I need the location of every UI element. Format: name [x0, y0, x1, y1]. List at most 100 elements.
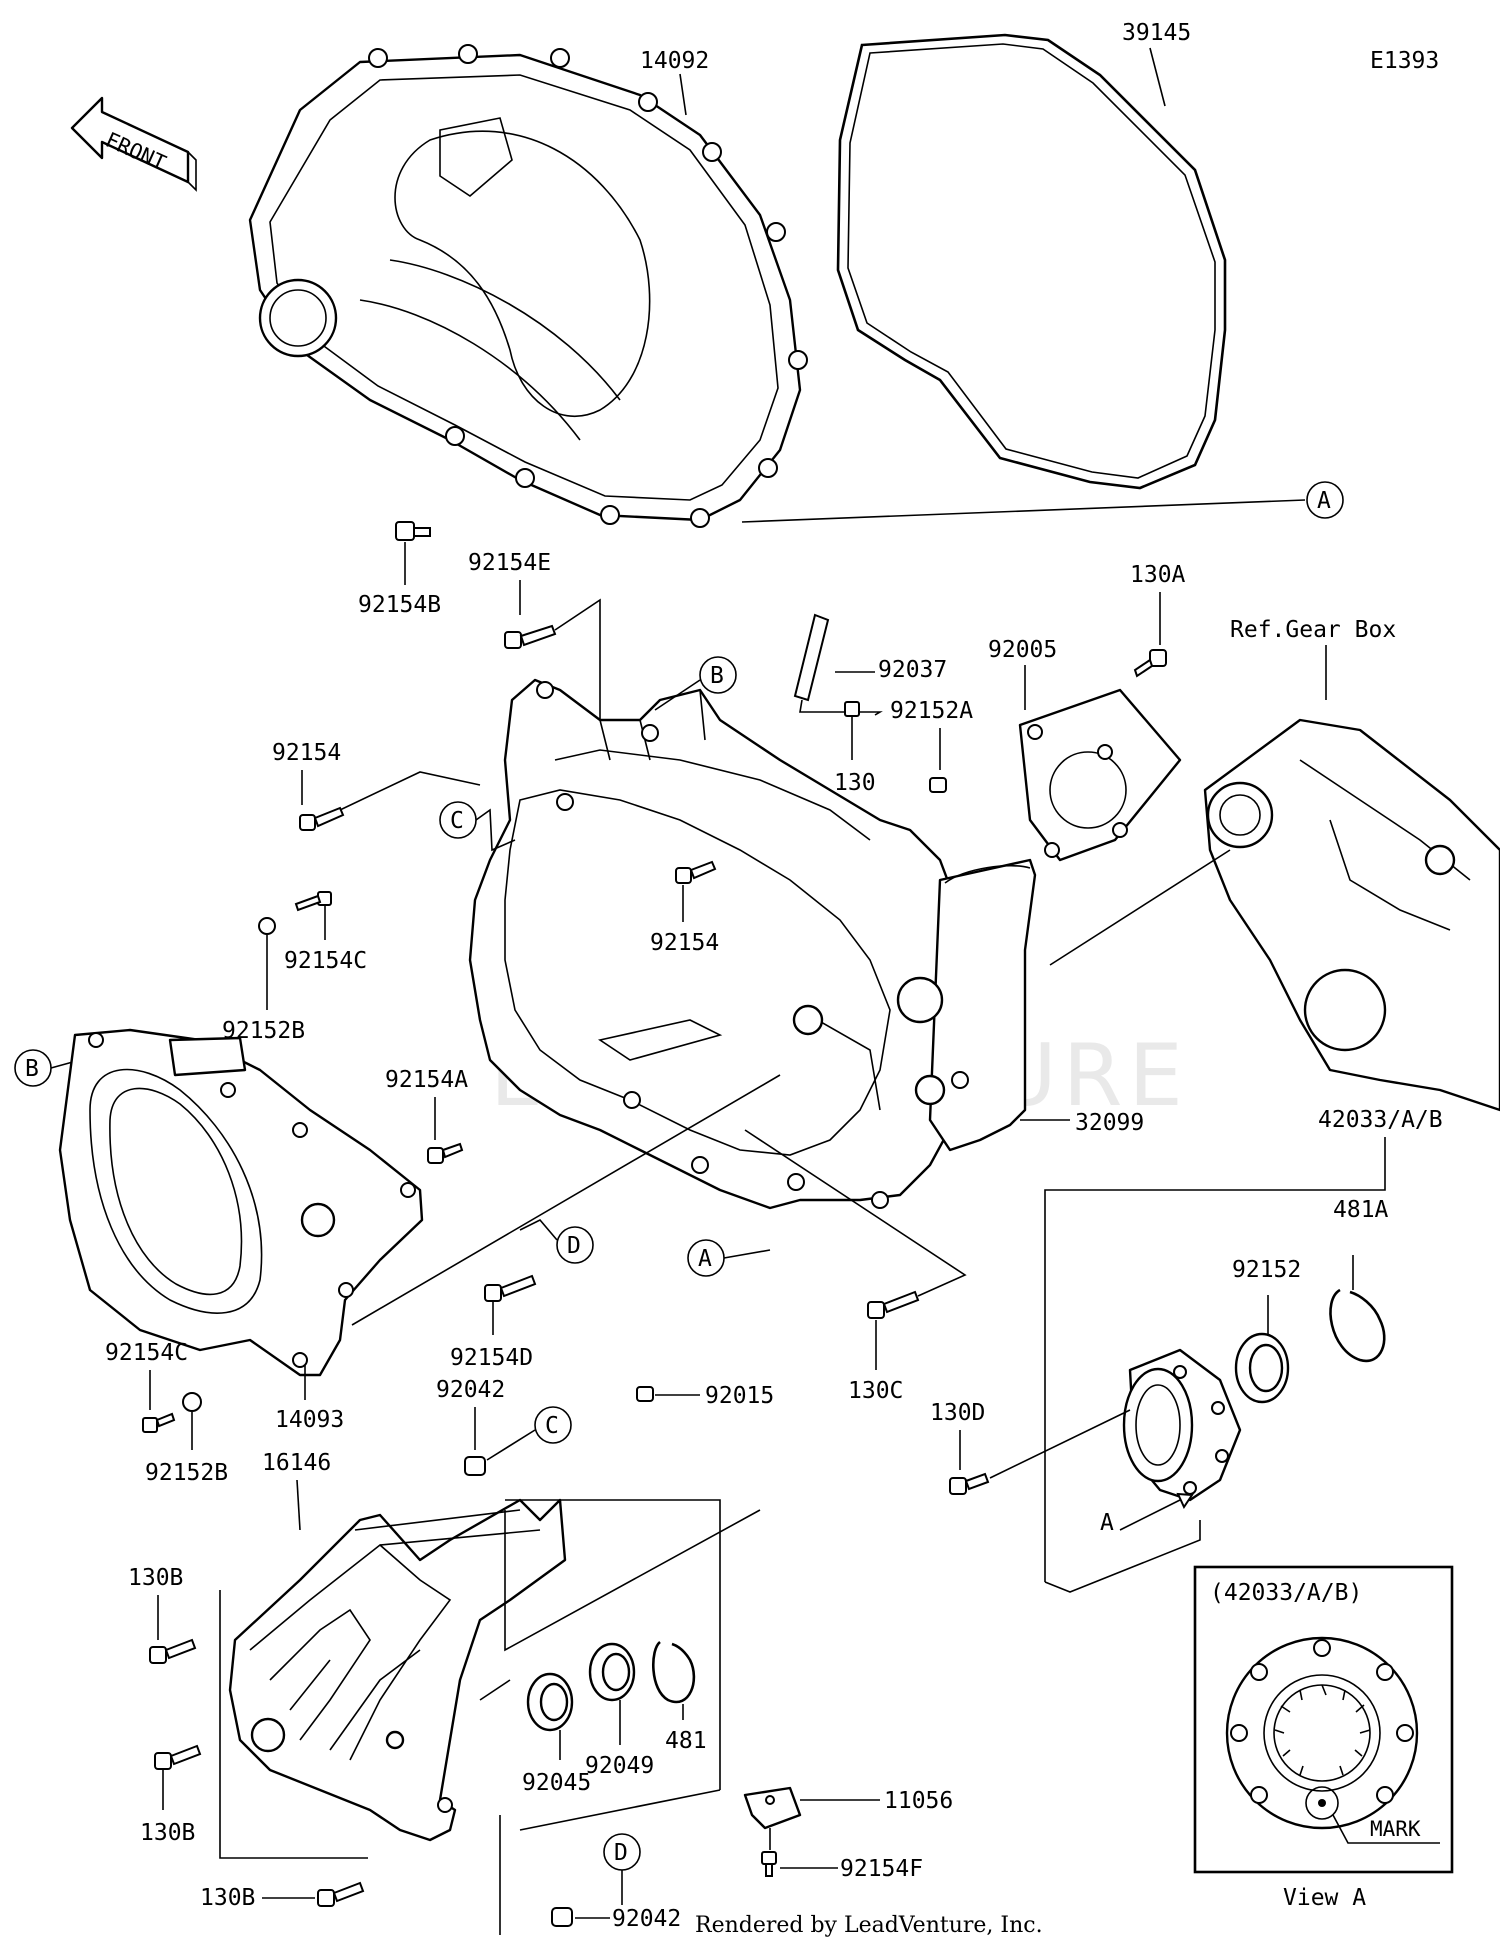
- leader-92154-top-b: [339, 771, 481, 811]
- view-arrow-label: A: [1100, 1510, 1114, 1536]
- label-92154-top: 92154: [272, 740, 341, 766]
- label-481A: 481A: [1333, 1197, 1389, 1223]
- label-92152: 92152: [1232, 1257, 1301, 1283]
- leader-callout-c-top: [475, 808, 516, 852]
- footer-credit: Rendered by LeadVenture, Inc.: [695, 1913, 1043, 1938]
- callout-d-mid: D: [567, 1233, 581, 1259]
- leader-130D-b: [989, 1409, 1131, 1479]
- leader-cover-to-case: [351, 1074, 781, 1326]
- label-130: 130: [834, 770, 876, 796]
- callout-c-bot: C: [545, 1413, 559, 1439]
- callout-b-top: B: [710, 663, 724, 689]
- label-92154-mid: 92154: [650, 930, 719, 956]
- label-92154C-bot: 92154C: [105, 1340, 188, 1366]
- label-32099: 32099: [1075, 1110, 1144, 1136]
- cover-16146: [228, 1498, 567, 1842]
- inset-caption: View A: [1283, 1885, 1366, 1911]
- bolt-92154B-icon: [395, 521, 431, 541]
- inset-title: (42033/A/B): [1210, 1580, 1362, 1606]
- bolt-130C-icon: [867, 1290, 920, 1319]
- leader-92037: [799, 699, 883, 716]
- label-92154A: 92154A: [385, 1067, 468, 1093]
- label-130A: 130A: [1130, 562, 1186, 588]
- label-92152B-bot: 92152B: [145, 1460, 228, 1486]
- washer-92152B-bot-icon: [182, 1392, 202, 1412]
- bolt-130B-2-icon: [154, 1744, 202, 1770]
- washer-92152B-top-icon: [258, 917, 276, 935]
- bracket-16146-left: [219, 1590, 368, 1859]
- leader-callout-d-mid: [519, 1219, 558, 1241]
- gasket-39145: [836, 33, 1227, 490]
- label-130B-3: 130B: [200, 1885, 255, 1911]
- label-92154C-top: 92154C: [284, 948, 367, 974]
- bracket-seals-top: [504, 1509, 761, 1652]
- label-92152A: 92152A: [890, 698, 973, 724]
- label-92154F: 92154F: [840, 1856, 923, 1882]
- bolt-92154A-icon: [427, 1142, 464, 1164]
- leader-130C-b: [744, 1129, 967, 1297]
- pin-92037-icon: [793, 613, 830, 702]
- label-14092: 14092: [640, 48, 709, 74]
- leader-16146: [296, 1479, 301, 1531]
- mark-label: MARK: [1370, 1817, 1421, 1841]
- gasket-92005: [1018, 688, 1182, 862]
- bracket-42033-b: [1044, 1520, 1201, 1593]
- label-11056: 11056: [884, 1788, 953, 1814]
- callout-d-mid-circle: [556, 1226, 594, 1264]
- seal-92049-icon: [588, 1642, 636, 1702]
- callout-a-mid: A: [698, 1246, 712, 1272]
- view-a-inset: (42033/A/B) MARK: [1193, 1565, 1454, 1874]
- circlip-481A-icon: [1329, 1288, 1386, 1363]
- label-130D: 130D: [930, 1400, 985, 1426]
- label-130C: 130C: [848, 1378, 903, 1404]
- callout-a-top: A: [1317, 488, 1331, 514]
- bolt-92154F-icon: [761, 1851, 777, 1877]
- front-arrow-icon: FRONT: [70, 96, 197, 192]
- bracket-16146-right: [505, 1499, 721, 1790]
- label-16146: 16146: [262, 1450, 331, 1476]
- mark-leader: [1332, 1814, 1440, 1844]
- bolt-130B-1-icon: [149, 1638, 197, 1664]
- nut-92015-icon: [636, 1386, 654, 1402]
- callout-c-top: C: [450, 808, 464, 834]
- bracket-seals-bot: [519, 1789, 721, 1831]
- bracket-42033: [1044, 1137, 1386, 1582]
- figure-code: E1393: [1370, 48, 1439, 74]
- bolt-92154E-icon: [504, 624, 557, 649]
- label-92015: 92015: [705, 1383, 774, 1409]
- bolt-92154-top-icon: [299, 806, 345, 831]
- callout-d-bot: D: [614, 1840, 628, 1866]
- bolt-92154C-bot-icon: [142, 1412, 176, 1433]
- leader-callout-b-top: [654, 679, 701, 711]
- label-92042-top: 92042: [436, 1377, 505, 1403]
- leader-gear-box: [1049, 849, 1231, 966]
- leader-14092: [679, 73, 687, 116]
- callout-a-top-circle: [1306, 481, 1344, 519]
- bolt-130B-3-icon: [317, 1881, 365, 1907]
- bolt-130-icon: [844, 701, 860, 717]
- label-14093: 14093: [275, 1407, 344, 1433]
- label-42033: 42033/A/B: [1318, 1107, 1443, 1133]
- leader-callout-a-top: [741, 499, 1306, 523]
- callout-c-bot-circle: [534, 1406, 572, 1444]
- seal-92152-icon: [1234, 1332, 1290, 1404]
- label-130B-2: 130B: [140, 1820, 195, 1846]
- seal-92045-icon: [526, 1672, 574, 1732]
- bolt-92154D-icon: [484, 1274, 537, 1302]
- callout-b-top-circle: [699, 656, 737, 694]
- view-arrow-icon: [1176, 1492, 1194, 1510]
- label-92154B: 92154B: [358, 592, 441, 618]
- view-arrow-line: [1119, 1499, 1181, 1531]
- label-92005: 92005: [988, 637, 1057, 663]
- bolt-92154C-top-icon: [294, 891, 332, 912]
- bolt-92154-mid-icon: [675, 860, 717, 884]
- gear-box-ref: [1203, 718, 1500, 1112]
- clutch-cover-14092: [248, 44, 808, 528]
- label-92045: 92045: [522, 1770, 591, 1796]
- crankcase-32099: [468, 678, 1037, 1210]
- leader-39145: [1149, 47, 1166, 107]
- dowel-92042-bot-icon: [551, 1907, 573, 1927]
- leader-callout-a-mid: [723, 1249, 771, 1259]
- dowel-92042-top-icon: [464, 1456, 486, 1476]
